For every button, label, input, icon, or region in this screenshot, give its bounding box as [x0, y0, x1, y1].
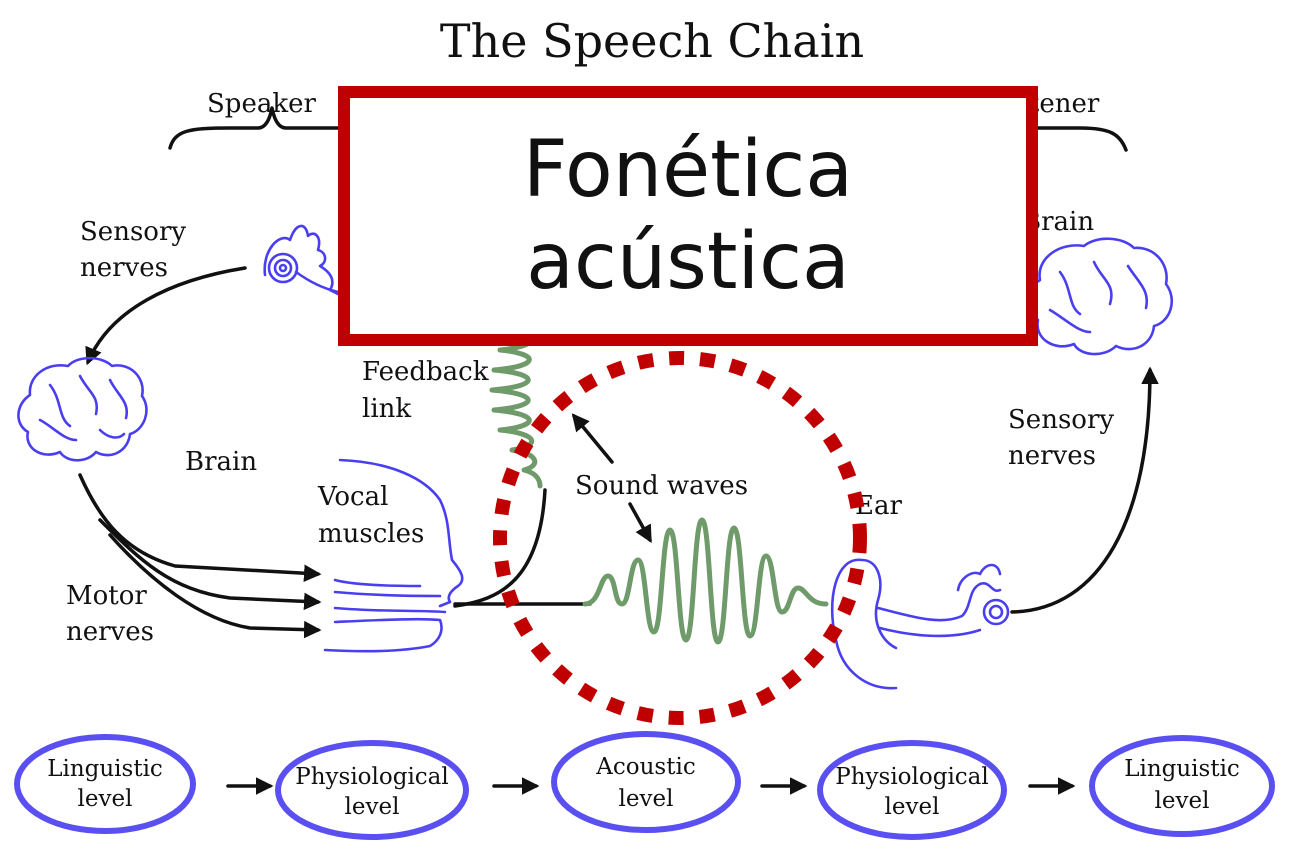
level-label-line2: level [885, 794, 940, 820]
level-linguistic-speaker: Linguistic level [14, 734, 196, 834]
feedback-link-label-2: link [362, 394, 411, 424]
overlay-title-line2: acústica [526, 217, 850, 307]
sensory-nerves-left-label-2: nerves [80, 253, 168, 283]
level-physiological-listener: Physiological level [817, 740, 1007, 840]
speaker-brain-icon [17, 356, 148, 462]
level-row: Linguistic level Physiological level Aco… [14, 731, 1275, 840]
level-acoustic: Acoustic level [551, 731, 741, 833]
sound-waves-label: Sound waves [575, 471, 748, 501]
level-label-line1: Linguistic [1124, 756, 1240, 782]
sensory-nerves-right-label-2: nerves [1008, 441, 1096, 471]
level-label-line2: level [345, 794, 400, 820]
level-label-line2: level [78, 786, 133, 812]
level-label-line1: Physiological [835, 764, 989, 790]
vocal-muscles-label-1: Vocal [317, 482, 388, 512]
motor-nerve-arrows [78, 473, 322, 639]
overlay-title-box: Fonética acústica [338, 86, 1038, 346]
diagram-title: The Speech Chain [440, 14, 864, 68]
sensory-nerves-right-label-1: Sensory [1008, 405, 1114, 435]
sound-waves-arrow-up [571, 413, 614, 464]
speaker-vocal-tract-icon [323, 458, 464, 653]
speaker-inner-ear-icon [263, 224, 342, 297]
sound-waves-arrow-down [628, 502, 652, 544]
listener-brain-icon [1025, 237, 1173, 356]
level-label-line1: Linguistic [47, 756, 163, 782]
sensory-nerve-arrow-right [1010, 366, 1159, 614]
acoustic-highlight-circle [493, 351, 867, 725]
vocal-muscles-label-2: muscles [318, 519, 424, 549]
level-label-line2: level [619, 786, 674, 812]
sound-wave [582, 517, 829, 645]
level-label-line1: Physiological [295, 764, 449, 790]
overlay-title-line1: Fonética [522, 124, 854, 215]
level-linguistic-listener: Linguistic level [1089, 735, 1275, 837]
speaker-label: Speaker [207, 89, 316, 119]
listener-brace [1008, 126, 1128, 152]
sensory-nerve-arrow-left [85, 266, 247, 366]
level-label-line1: Acoustic [595, 754, 695, 780]
level-physiological-speaker: Physiological level [275, 740, 469, 840]
feedback-wave [489, 327, 543, 489]
feedback-link-label-1: Feedback [362, 357, 489, 387]
sensory-nerves-left-label-1: Sensory [80, 217, 186, 247]
motor-nerves-label-1: Motor [66, 581, 147, 611]
brain-left-label: Brain [185, 447, 257, 477]
level-label-line2: level [1155, 788, 1210, 814]
speaker-brace [168, 106, 342, 150]
motor-nerves-label-2: nerves [66, 617, 154, 647]
